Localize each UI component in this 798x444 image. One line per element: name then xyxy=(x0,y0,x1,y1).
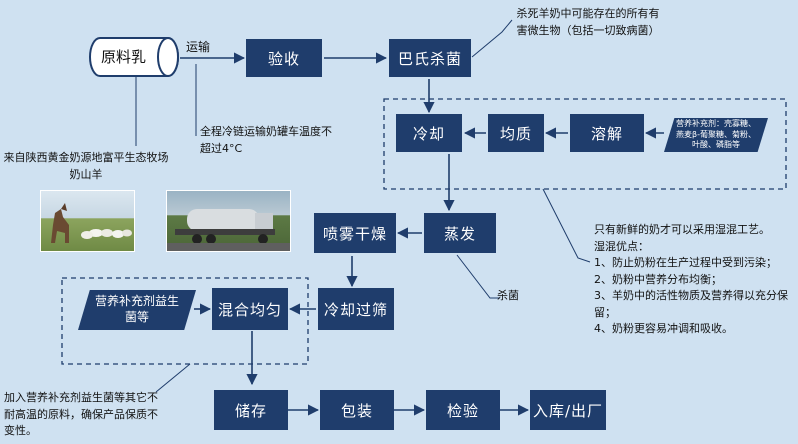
wet-mix-note: 只有新鲜的奶才可以采用湿混工艺。 湿混优点： 1、防止奶粉在生产过程中受到污染；… xyxy=(594,222,792,338)
wet-mix-advantages: 湿混优点： xyxy=(594,239,649,253)
node-mixing: 混合均匀 xyxy=(212,288,288,330)
raw-milk-tank xyxy=(89,37,179,77)
source-note: 来自陕西黄金奶源地富平生态牧场奶山羊 xyxy=(3,151,169,181)
goat-photo xyxy=(40,190,135,252)
dry-mix-region xyxy=(61,277,309,365)
sterilize-label: 杀菌 xyxy=(497,289,519,302)
node-storage: 储存 xyxy=(214,390,288,430)
node-homogenize: 均质 xyxy=(488,114,544,152)
cold-chain-note: 全程冷链运输奶罐车温度不超过4°C xyxy=(200,125,332,155)
node-spray-dry: 喷雾干燥 xyxy=(314,213,396,253)
wet-mix-item-4: 4、奶粉更容易冲调和吸收。 xyxy=(594,322,733,335)
node-evaporate: 蒸发 xyxy=(424,213,496,253)
node-pasteurize: 巴氏杀菌 xyxy=(389,39,471,77)
wet-mix-item-3: 3、羊奶中的活性物质及营养得以充分保留； xyxy=(594,289,788,319)
wet-mix-item-2: 2、奶粉中营养分布均衡； xyxy=(594,272,722,286)
node-acceptance: 验收 xyxy=(246,39,322,77)
node-dissolve: 溶解 xyxy=(570,114,644,152)
dry-mix-note: 加入营养补充剂益生菌等其它不耐高温的原料，确保产品保质不变性。 xyxy=(4,391,158,437)
input-nutrients-dissolve: 营养补充剂：壳寡糖、燕麦β-葡聚糖、菊粉、叶酸、磷脂等 xyxy=(664,118,768,152)
node-warehouse: 入库/出厂 xyxy=(530,390,606,430)
wet-mix-title: 只有新鲜的奶才可以采用湿混工艺。 xyxy=(594,223,770,236)
input-nutrients-mix: 营养补充剂益生菌等 xyxy=(78,290,196,330)
wet-mix-item-1: 1、防止奶粉在生产过程中受到污染； xyxy=(594,256,777,269)
node-packaging: 包装 xyxy=(320,390,394,430)
node-inspection: 检验 xyxy=(426,390,500,430)
transport-label: 运输 xyxy=(186,40,211,54)
wet-process-region xyxy=(383,98,787,190)
tanker-truck-photo xyxy=(166,190,291,252)
pasteurize-note: 杀死羊奶中可能存在的所有有害微生物（包括一切致病菌） xyxy=(516,7,660,37)
raw-milk-label: 原料乳 xyxy=(101,48,147,66)
node-cool-sieve: 冷却过筛 xyxy=(318,288,394,330)
node-cooling: 冷却 xyxy=(396,114,462,152)
